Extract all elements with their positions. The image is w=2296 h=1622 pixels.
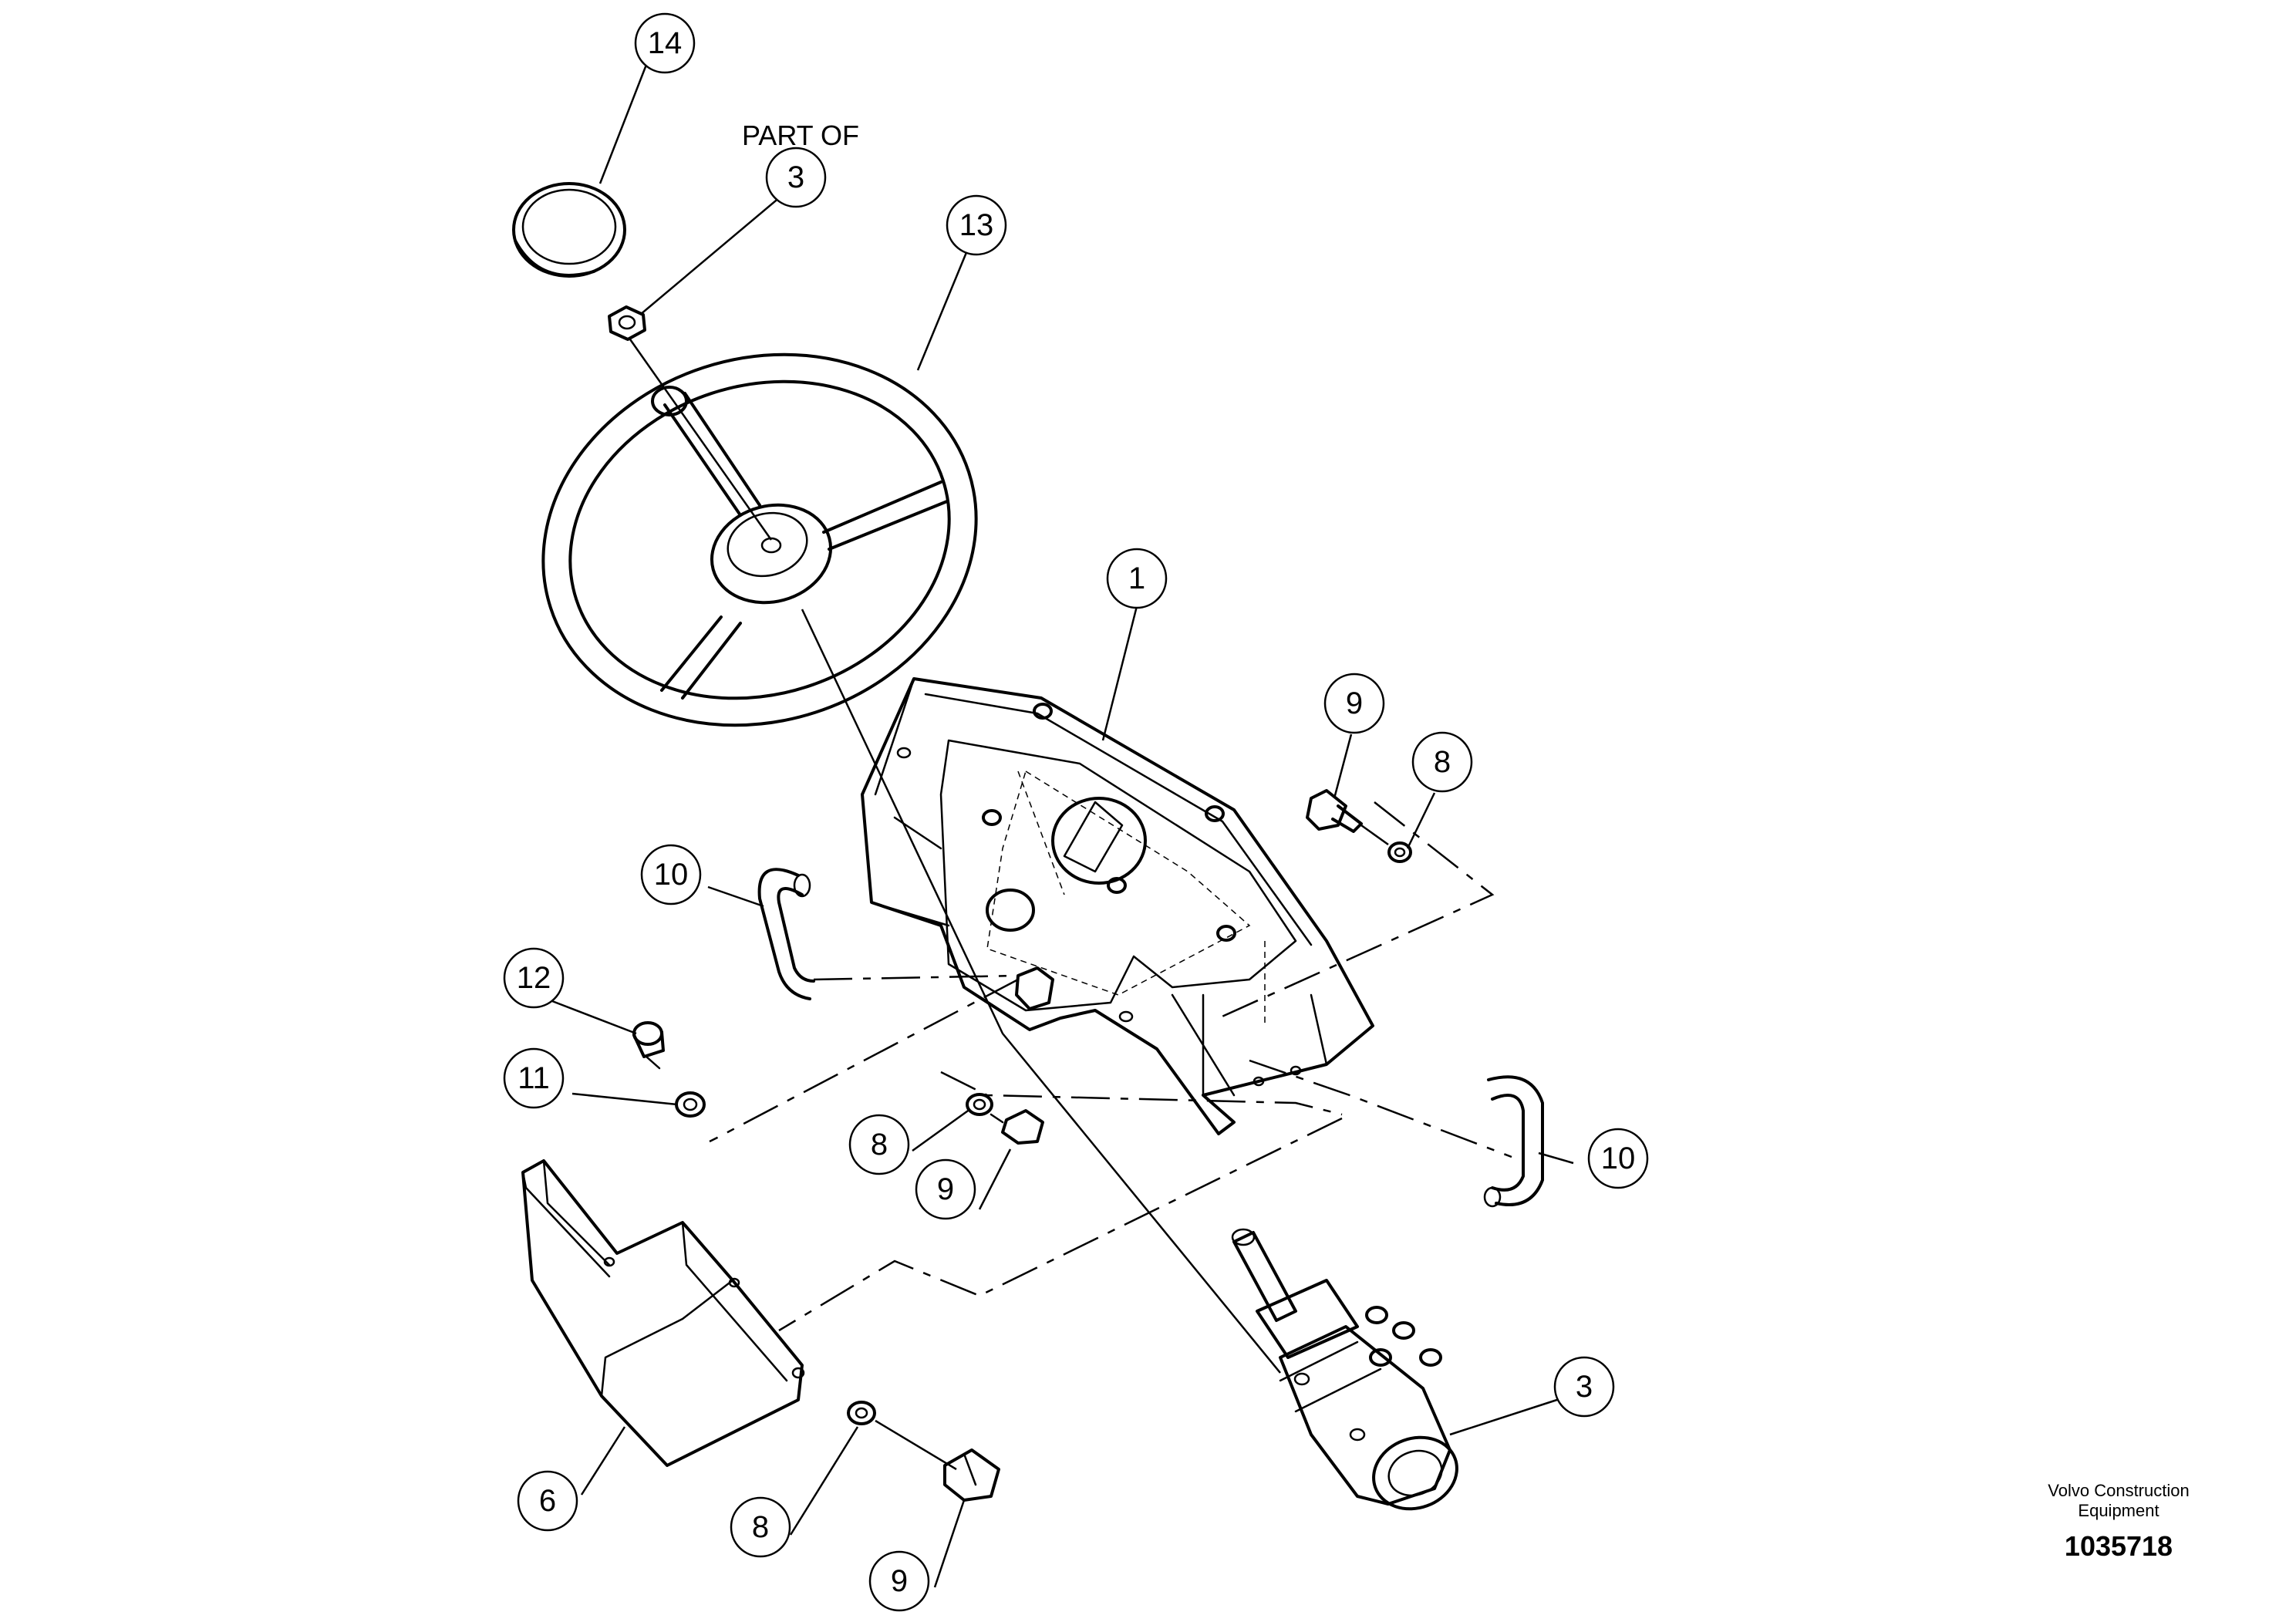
brand-line-2: Equipment (2078, 1501, 2159, 1520)
callout-14: 14 (634, 12, 696, 74)
callout-9-center: 9 (915, 1158, 976, 1220)
callout-13: 13 (946, 194, 1007, 256)
steering-wheel (541, 352, 978, 727)
svg-text:9: 9 (1346, 686, 1363, 720)
callout-8-bottom: 8 (730, 1496, 791, 1558)
brand-line-1: Volvo Construction (2048, 1481, 2190, 1500)
bolt-washer-center (966, 1093, 1044, 1145)
svg-text:3: 3 (1576, 1370, 1593, 1404)
pipe-left (757, 868, 815, 1000)
svg-text:3: 3 (787, 160, 804, 194)
callout-9-bottom: 9 (868, 1550, 930, 1612)
callout-10-left: 10 (640, 844, 702, 905)
steering-valve (1231, 1228, 1458, 1511)
svg-text:12: 12 (517, 961, 551, 995)
svg-text:9: 9 (891, 1564, 908, 1598)
steering-nut (608, 305, 646, 341)
svg-text:14: 14 (648, 26, 683, 60)
callout-12: 12 (503, 947, 565, 1009)
callout-8-right: 8 (1411, 731, 1473, 793)
callout-3-valve: 3 (1553, 1356, 1615, 1418)
callout-8-center: 8 (848, 1114, 910, 1175)
bolt-washer-bottom (847, 1401, 1000, 1502)
leader-lines (551, 64, 1574, 1588)
cover-plate (521, 1159, 805, 1467)
svg-text:8: 8 (752, 1510, 769, 1544)
callout-1: 1 (1106, 548, 1168, 609)
assembly-lines (709, 801, 1512, 1332)
callout-10-right: 10 (1587, 1128, 1649, 1189)
callout-11: 11 (503, 1047, 565, 1109)
svg-text:6: 6 (539, 1484, 556, 1518)
svg-text:13: 13 (959, 208, 994, 242)
callout-6: 6 (517, 1470, 578, 1532)
svg-text:10: 10 (654, 858, 689, 892)
svg-text:1: 1 (1128, 561, 1145, 595)
column-axis (629, 339, 1281, 1374)
bolt-washer-right (1306, 789, 1412, 863)
footer-block: Volvo Construction Equipment 1035718 (1995, 1481, 2242, 1563)
callout-9-right: 9 (1323, 673, 1385, 734)
document-number: 1035718 (2064, 1530, 2173, 1562)
callout-3-nut: 3 (765, 147, 827, 208)
pipe-right (1483, 1075, 1544, 1208)
svg-text:9: 9 (937, 1172, 954, 1206)
svg-text:11: 11 (518, 1061, 550, 1095)
svg-text:8: 8 (1434, 745, 1451, 779)
svg-text:10: 10 (1601, 1141, 1636, 1175)
svg-text:8: 8 (871, 1128, 888, 1162)
horn-cap (512, 182, 626, 278)
steering-console (861, 677, 1374, 1135)
part-of-note: PART OF (742, 120, 859, 151)
